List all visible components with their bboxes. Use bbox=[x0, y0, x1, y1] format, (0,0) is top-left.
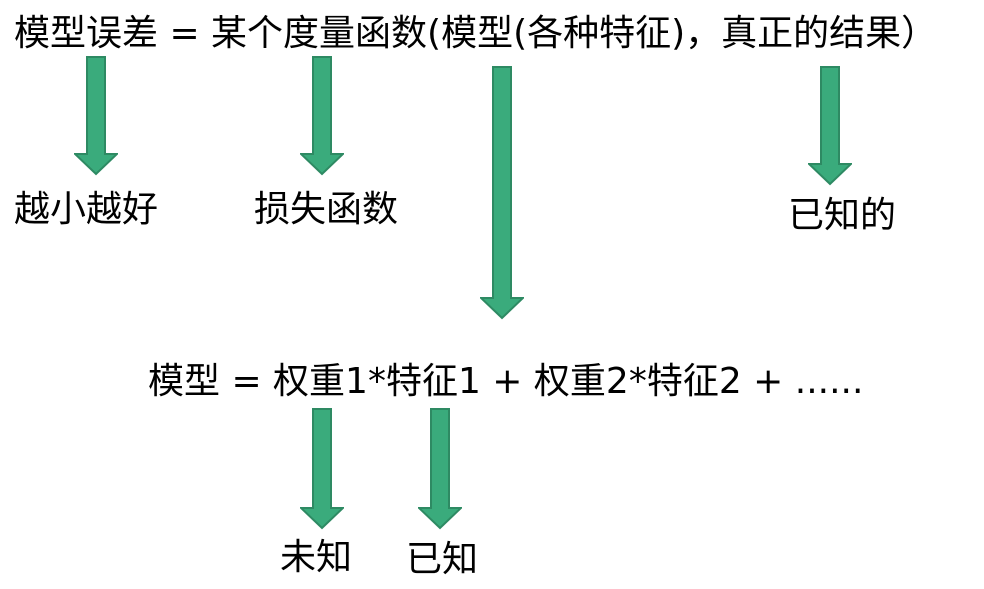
label-loss-function: 损失函数 bbox=[254, 189, 399, 230]
down-arrow-icon bbox=[300, 56, 344, 176]
down-arrow-icon bbox=[480, 66, 524, 320]
label-unknown-weight: 未知 bbox=[280, 537, 353, 578]
model-formula: 模型 = 权重1*特征1 + 权重2*特征2 + ...... bbox=[148, 361, 864, 402]
label-smaller-better: 越小越好 bbox=[14, 189, 159, 230]
top-formula: 模型误差 = 某个度量函数(模型(各种特征)，真正的结果） bbox=[14, 13, 938, 54]
label-known-result: 已知的 bbox=[788, 195, 897, 236]
down-arrow-icon bbox=[808, 66, 852, 186]
down-arrow-icon bbox=[418, 408, 462, 530]
down-arrow-icon bbox=[300, 408, 344, 530]
down-arrow-icon bbox=[74, 56, 118, 176]
label-known-feature: 已知 bbox=[406, 539, 479, 580]
